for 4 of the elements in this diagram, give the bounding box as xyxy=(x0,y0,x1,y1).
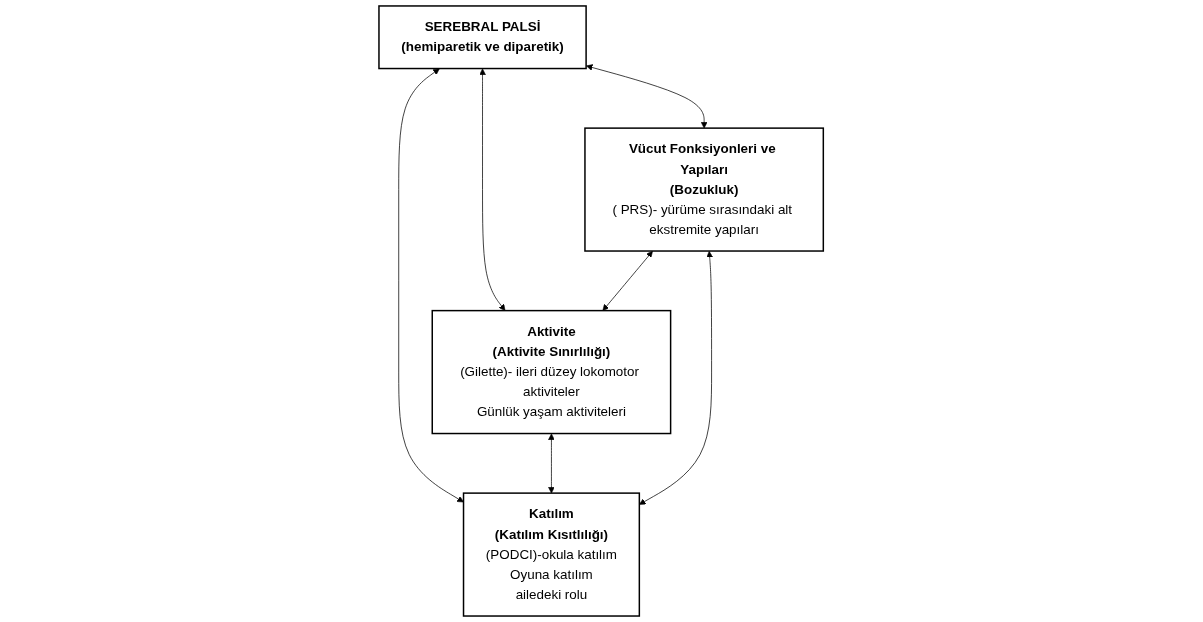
node-box: Aktivite (Aktivite Sınırlılığı) (Gilette)- ileri düzey lokomotor aktiviteler Günlük yaşam aktiviteleri xyxy=(431,309,672,435)
node-box: Katılım (Katılım Kısıtlılığı) (PODCI)-okula katılım Oyuna katılım ailedeki rolu xyxy=(463,492,641,617)
node-box: SEREBRAL PALSİ (hemiparetik ve diparetik) xyxy=(378,5,588,70)
node-box: Vücut Fonksiyonleri ve Yapıları (Bozukluk) ( PRS)- yürüme sırasındaki alt ekstremite yapıları xyxy=(584,127,825,252)
